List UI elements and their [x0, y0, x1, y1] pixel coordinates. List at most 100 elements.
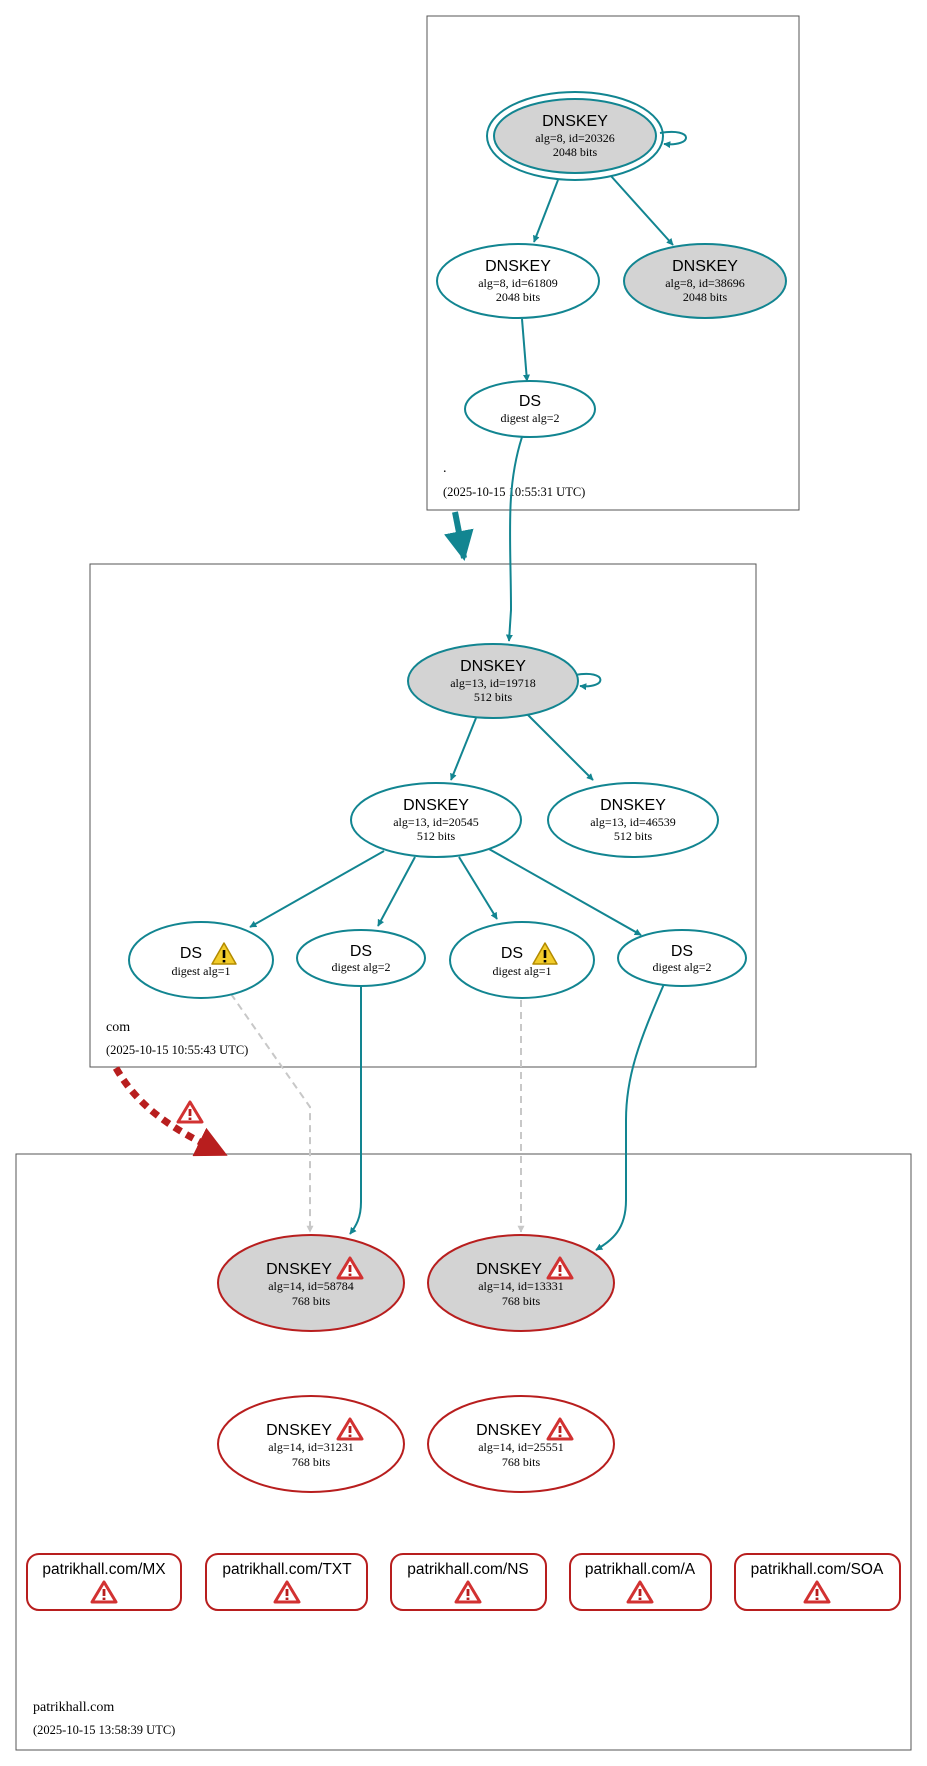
edge-root-ds-com-ksk: [505, 436, 523, 642]
com-ds1-title: DS: [180, 945, 202, 962]
edge-com-ds1-ph-key1: [230, 993, 314, 1233]
com-ds4-title: DS: [671, 943, 693, 960]
error-icon: [336, 1256, 364, 1280]
com-ds2-node: DS digest alg=2: [296, 929, 426, 987]
com-zsk-title: DNSKEY: [403, 797, 469, 814]
rrset-mx-label: patrikhall.com/MX: [42, 1561, 166, 1578]
root-ksk2-node: DNSKEY alg=8, id=38696 2048 bits: [623, 243, 787, 319]
ph-key1-title: DNSKEY: [266, 1261, 332, 1278]
zone-com-name: com: [106, 1020, 130, 1035]
delegation-com-patrikhall: [112, 1066, 228, 1157]
com-ds3-title: DS: [501, 945, 523, 962]
com-ksk-title: DNSKEY: [460, 658, 526, 675]
rrset-mx: patrikhall.com/MX: [26, 1553, 182, 1611]
error-icon: [273, 1580, 301, 1604]
ph-key2-title: DNSKEY: [476, 1261, 542, 1278]
edge-com-ksk-zsk: [450, 717, 477, 781]
root-zsk-bits: 2048 bits: [496, 290, 541, 304]
root-zsk-node: DNSKEY alg=8, id=61809 2048 bits: [436, 243, 600, 319]
edge-com-zsk-ds1: [249, 850, 385, 928]
zone-com-timestamp: (2025-10-15 10:55:43 UTC): [106, 1043, 248, 1057]
root-zsk-title: DNSKEY: [485, 258, 551, 275]
rrset-ns-label: patrikhall.com/NS: [407, 1561, 528, 1578]
warning-icon: [211, 942, 237, 965]
com-ksk-node: DNSKEY alg=13, id=19718 512 bits: [407, 643, 579, 719]
rrset-txt-label: patrikhall.com/TXT: [222, 1561, 352, 1578]
root-ds-node: DS digest alg=2: [464, 380, 596, 438]
rrset-a-label: patrikhall.com/A: [585, 1561, 696, 1578]
root-zsk-alg: alg=8, id=61809: [478, 276, 558, 290]
ph-key2-bits: 768 bits: [502, 1294, 541, 1308]
zone-patrikhall-timestamp: (2025-10-15 13:58:39 UTC): [33, 1723, 175, 1737]
root-ksk2-bits: 2048 bits: [683, 290, 728, 304]
com-zsk2-bits: 512 bits: [614, 829, 653, 843]
rrset-ns: patrikhall.com/NS: [390, 1553, 547, 1611]
ph-key4-node: DNSKEY alg=14, id=25551 768 bits: [427, 1395, 615, 1493]
error-icon: [176, 1100, 204, 1124]
ph-key4-alg: alg=14, id=25551: [478, 1440, 564, 1454]
edge-root-ksk-ksk2: [610, 175, 674, 246]
warning-icon: [532, 942, 558, 965]
com-ds2-title: DS: [350, 943, 372, 960]
root-ksk2-title: DNSKEY: [672, 258, 738, 275]
edge-com-ds4-ph-key2: [595, 983, 665, 1251]
error-icon: [90, 1580, 118, 1604]
ph-key3-alg: alg=14, id=31231: [268, 1440, 354, 1454]
com-ds1-node: DS digest alg=1: [128, 921, 274, 999]
root-ds-digest: digest alg=2: [500, 411, 559, 425]
rrset-a: patrikhall.com/A: [569, 1553, 712, 1611]
root-ksk-title: DNSKEY: [542, 113, 608, 130]
ph-key2-node: DNSKEY alg=14, id=13331 768 bits: [427, 1234, 615, 1332]
ph-key3-node: DNSKEY alg=14, id=31231 768 bits: [217, 1395, 405, 1493]
ph-key1-bits: 768 bits: [292, 1294, 331, 1308]
ph-key4-bits: 768 bits: [502, 1455, 541, 1469]
ph-key4-title: DNSKEY: [476, 1422, 542, 1439]
error-icon: [803, 1580, 831, 1604]
com-ksk-alg: alg=13, id=19718: [450, 676, 536, 690]
com-zsk-alg: alg=13, id=20545: [393, 815, 479, 829]
zone-root-timestamp: (2025-10-15 10:55:31 UTC): [443, 485, 585, 499]
root-ksk-bits: 2048 bits: [553, 145, 598, 159]
edge-com-ksk-self: [574, 672, 602, 691]
edge-com-zsk-ds2: [377, 856, 416, 927]
zone-root-name: .: [443, 461, 447, 476]
edge-root-ksk-zsk: [533, 179, 559, 243]
edge-root-zsk-ds: [521, 318, 530, 382]
ph-key1-alg: alg=14, id=58784: [268, 1279, 354, 1293]
com-zsk2-node: DNSKEY alg=13, id=46539 512 bits: [547, 782, 719, 858]
error-icon: [626, 1580, 654, 1604]
ph-key3-title: DNSKEY: [266, 1422, 332, 1439]
rrset-soa-label: patrikhall.com/SOA: [751, 1561, 884, 1578]
ph-key3-bits: 768 bits: [292, 1455, 331, 1469]
edge-com-zsk-ds3: [458, 856, 498, 920]
edge-com-ds2-ph-key1: [349, 985, 362, 1235]
root-ksk2-alg: alg=8, id=38696: [665, 276, 745, 290]
edge-com-zsk-ds4: [488, 848, 642, 936]
delegation-root-com: [444, 511, 474, 561]
com-zsk-node: DNSKEY alg=13, id=20545 512 bits: [350, 782, 522, 858]
com-ds4-digest: digest alg=2: [652, 960, 711, 974]
root-ksk-node: DNSKEY alg=8, id=20326 2048 bits: [486, 91, 664, 181]
zone-patrikhall-name: patrikhall.com: [33, 1700, 114, 1715]
com-zsk2-title: DNSKEY: [600, 797, 666, 814]
com-ksk-bits: 512 bits: [474, 690, 513, 704]
error-icon: [454, 1580, 482, 1604]
com-ds1-digest: digest alg=1: [171, 964, 230, 978]
rrset-soa: patrikhall.com/SOA: [734, 1553, 901, 1611]
com-ds3-node: DS digest alg=1: [449, 921, 595, 999]
ph-key1-node: DNSKEY alg=14, id=58784 768 bits: [217, 1234, 405, 1332]
com-ds4-node: DS digest alg=2: [617, 929, 747, 987]
ph-key2-alg: alg=14, id=13331: [478, 1279, 564, 1293]
com-ds3-digest: digest alg=1: [492, 964, 551, 978]
edge-root-ksk-self: [659, 130, 687, 149]
root-ds-title: DS: [519, 393, 541, 410]
com-ds2-digest: digest alg=2: [331, 960, 390, 974]
error-icon: [336, 1417, 364, 1441]
root-ksk-alg: alg=8, id=20326: [535, 131, 615, 145]
com-zsk-bits: 512 bits: [417, 829, 456, 843]
com-zsk2-alg: alg=13, id=46539: [590, 815, 676, 829]
error-icon: [546, 1256, 574, 1280]
rrset-txt: patrikhall.com/TXT: [205, 1553, 368, 1611]
error-icon: [546, 1417, 574, 1441]
